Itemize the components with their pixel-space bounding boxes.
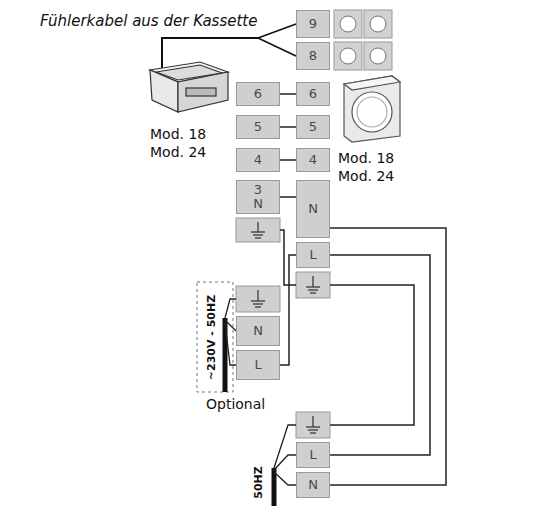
terminal: 6 [296,82,330,106]
terminal: 6 [236,82,280,106]
wire [330,255,430,455]
text-label: Mod. 18 [338,150,394,166]
terminal-number: 5 [254,120,262,134]
wire [280,255,296,365]
terminal: N [296,180,330,238]
sensor-cable [258,38,296,56]
terminal-number: 5 [309,120,317,134]
outdoor-unit [344,76,400,142]
optional-frame [197,282,233,392]
power-wire [274,425,296,485]
terminal-number: N [308,202,318,216]
power-wire [225,299,236,365]
wire [280,196,296,198]
terminal: 4 [236,148,280,172]
terminal: 9 [296,10,330,38]
ground-wire [330,285,414,425]
terminal-number: 6 [254,87,262,101]
terminal-number: L [309,248,316,262]
text-label: Mod. 24 [150,144,206,160]
terminal: 8 [296,42,330,70]
terminal-number: N [253,324,263,338]
ground-wire [280,230,296,285]
screw-terminals [334,10,392,70]
sensor-cable [162,38,258,68]
terminal-number: 4 [254,153,262,167]
terminal-number: N [308,478,318,492]
terminal-number: 8 [309,49,317,63]
power-cable [223,318,228,392]
terminal: N [296,472,330,498]
terminal-number: 4 [309,153,317,167]
wire [280,159,296,161]
terminal: L [296,442,330,468]
wire [330,228,446,485]
terminal-number: 9 [309,17,317,31]
terminal: L [236,350,280,380]
voltage-label: ~230V - 50HZ [206,294,219,379]
text-label: Fühlerkabel aus der Kassette [40,12,257,30]
wire [280,126,296,128]
terminal-number: L [254,358,261,372]
terminal: 5 [296,115,330,139]
cassette-unit [150,62,228,112]
terminal-number: 6 [309,87,317,101]
terminal: N [236,316,280,346]
terminal-number: 3 N [253,183,263,210]
text-label: Mod. 18 [150,126,206,142]
terminal: 3 N [236,180,280,214]
terminal: L [296,242,330,268]
sensor-cable [258,24,296,38]
terminal: 5 [236,115,280,139]
wire [280,93,296,95]
terminal: 4 [296,148,330,172]
voltage-label: 50HZ [252,466,265,499]
text-label: Mod. 24 [338,168,394,184]
terminal-number: L [309,448,316,462]
text-label: Optional [206,396,265,412]
